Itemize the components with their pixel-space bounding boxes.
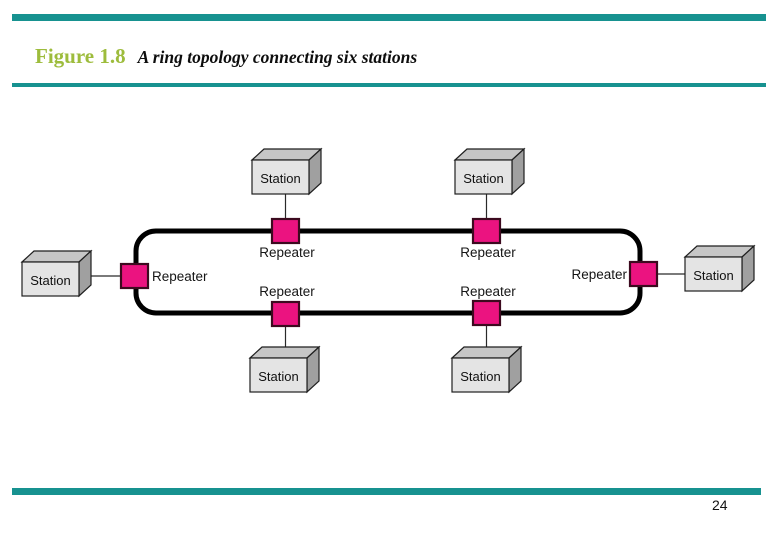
title-divider-rule: [12, 83, 766, 87]
station-front-face: [454, 159, 513, 195]
station-bottom-right: Station: [450, 345, 523, 394]
repeater-node-right: [628, 260, 659, 288]
station-left: Station: [20, 249, 93, 298]
station-front-face: [21, 261, 80, 297]
station-front-face: [249, 357, 308, 393]
station-right: Station: [683, 244, 756, 293]
top-accent-bar: [12, 14, 766, 21]
figure-title: Figure 1.8 A ring topology connecting six…: [35, 44, 417, 69]
repeater-node-top-right: [471, 217, 502, 245]
repeater-label-bottom-right: Repeater: [460, 284, 516, 299]
station-front-face: [251, 159, 310, 195]
station-front-face: [451, 357, 510, 393]
repeater-label-left: Repeater: [152, 269, 208, 284]
repeater-label-top-left: Repeater: [259, 245, 315, 260]
station-label: Station: [30, 273, 70, 288]
station-label: Station: [693, 268, 733, 283]
station-label: Station: [460, 369, 500, 384]
repeater-node-top-left: [270, 217, 301, 245]
station-label: Station: [258, 369, 298, 384]
repeater-node-bottom-right: [471, 299, 502, 327]
station-top-left: Station: [250, 147, 323, 196]
figure-caption: A ring topology connecting six stations: [137, 47, 418, 67]
repeater-label-bottom-left: Repeater: [259, 284, 315, 299]
station-label: Station: [260, 171, 300, 186]
repeater-node-bottom-left: [270, 300, 301, 328]
repeater-label-top-right: Repeater: [460, 245, 516, 260]
station-top-right: Station: [453, 147, 526, 196]
repeater-node-left: [119, 262, 150, 290]
repeater-label-right: Repeater: [571, 267, 627, 282]
station-bottom-left: Station: [248, 345, 321, 394]
bottom-accent-bar: [12, 488, 761, 495]
station-front-face: [684, 256, 743, 292]
figure-number: Figure 1.8: [35, 44, 126, 68]
ring-backbone: [133, 228, 643, 316]
station-label: Station: [463, 171, 503, 186]
page-number: 24: [712, 497, 728, 513]
